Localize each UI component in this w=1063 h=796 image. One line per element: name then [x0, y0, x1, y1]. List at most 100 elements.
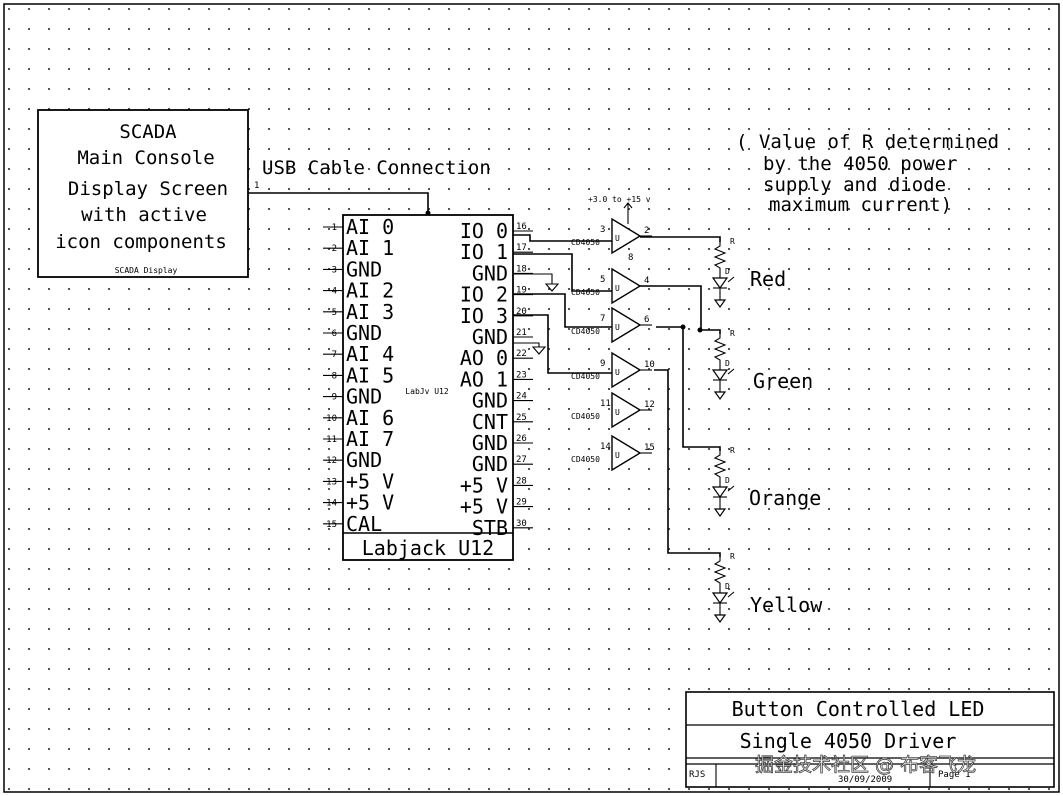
buffer-in-pin: 14: [600, 442, 611, 452]
labjack-right-pin-label: +5 V: [460, 495, 508, 519]
led-wiring: [640, 236, 721, 557]
labjack-left-pin-label: AI 4: [346, 342, 394, 366]
buffer-part-label: CD4050: [571, 288, 600, 297]
date-text: 30/09/2009: [838, 775, 892, 785]
labjack-left-pin-num: 15: [326, 520, 337, 530]
buffer-out-pin: 12: [644, 400, 655, 410]
page-text: Page 1: [938, 770, 971, 780]
diode-ref: D: [725, 359, 730, 368]
ground-symbols: [513, 273, 560, 355]
labjack-left-pin-num: 8: [332, 371, 337, 381]
buffer-out-pin: 15: [644, 443, 655, 453]
buffer-part-label: CD4050: [571, 372, 600, 381]
labjack-right-pin-num: 25: [516, 413, 527, 423]
usb-wire: [248, 192, 429, 215]
labjack-left-pin-num: 12: [326, 456, 337, 466]
diode-ref: D: [725, 582, 730, 591]
labjack-left-pin-num: 14: [326, 499, 337, 509]
buffer-in-pin: 9: [600, 359, 605, 369]
buffer-part-label: CD4050: [571, 455, 600, 464]
labjack-right-pin-label: IO 3: [460, 304, 508, 328]
labjack-right-pin-num: 21: [516, 328, 527, 338]
labjack-right-pin-num: 23: [516, 370, 527, 380]
labjack-right-pin-label: CNT: [472, 410, 508, 434]
labjack-left-pin-num: 13: [326, 477, 337, 487]
buffer-out-pin: 4: [644, 276, 649, 286]
labjack-left-pin-label: GND: [346, 448, 382, 472]
led-green: R D Green: [711, 329, 813, 401]
buffer-out-pin: 2: [644, 226, 649, 236]
buffer-in-pin: 3: [600, 225, 605, 235]
labjack-right-pin-label: GND: [472, 452, 508, 476]
labjack-left-pin-label: +5 V: [346, 469, 394, 493]
labjack-ref: LabJv U12: [405, 387, 449, 396]
labjack-name: Labjack U12: [362, 536, 494, 560]
watermark-text: 掘金技术社区 @ 布客飞龙: [755, 754, 976, 776]
led-red: R D Red: [711, 237, 786, 309]
labjack-right-pin-label: IO 0: [460, 219, 508, 243]
labjack-right-pin-num: 30: [516, 519, 527, 529]
io-wiring: [513, 234, 612, 374]
labjack-right-pin-num: 24: [516, 392, 527, 402]
scada-line-4: with active: [81, 204, 207, 226]
labjack-right-pin-label: STB: [472, 516, 508, 540]
labjack-right-pin-num: 16: [516, 222, 527, 232]
buffer-ref: U: [615, 234, 620, 243]
resistor-note: ( Value of R determined by the 4050 powe…: [736, 131, 999, 216]
resistor-ref: R: [730, 446, 735, 455]
labjack-left-pin-label: CAL: [346, 512, 382, 536]
title-block: Button Controlled LED Single 4050 Driver…: [685, 691, 1055, 788]
labjack-left-pin-num: 6: [332, 329, 337, 339]
buffer-part-label: CD4050: [571, 412, 600, 421]
labjack-right-pin-num: 18: [516, 264, 527, 274]
buffer-out-pin: 10: [644, 360, 655, 370]
scada-line-3: Display Screen: [68, 178, 228, 200]
labjack-left-pin-label: AI 2: [346, 279, 394, 303]
labjack-left-pin-label: AI 5: [346, 363, 394, 387]
labjack-left-pin-num: 9: [332, 393, 337, 403]
labjack-left-pin-label: +5 V: [346, 491, 394, 515]
scada-display-block: SCADA Main Console Display Screen with a…: [37, 109, 259, 278]
buffer-part-label: CD4050: [571, 327, 600, 336]
labjack-left-pin-label: AI 0: [346, 215, 394, 239]
buffer-in-pin: 7: [600, 314, 605, 324]
note-line-3: supply and diode: [763, 174, 946, 196]
led-color-label: Yellow: [750, 593, 823, 617]
resistor-ref: R: [730, 552, 735, 561]
resistor-ref: R: [730, 329, 735, 338]
buffer-ref: U: [615, 284, 620, 293]
labjack-right-pin-num: 22: [516, 349, 527, 359]
led-color-label: Orange: [749, 486, 821, 510]
labjack-right-pin-label: AO 1: [460, 367, 508, 391]
diode-ref: D: [725, 267, 730, 276]
labjack-left-pin-num: 4: [332, 287, 337, 297]
buffer-out-pin: 6: [644, 315, 649, 325]
buffer-ref: U: [615, 323, 620, 332]
scada-line-5: icon components: [55, 231, 227, 253]
labjack-left-pin-num: 2: [332, 244, 337, 254]
labjack-right-pin-num: 26: [516, 434, 527, 444]
buffer-ref: U: [615, 408, 620, 417]
note-line-2: by the 4050 power: [763, 153, 957, 175]
labjack-left-pin-label: GND: [346, 321, 382, 345]
scada-pin: 1: [254, 181, 259, 191]
labjack-left-pin-num: 10: [326, 414, 337, 424]
labjack-left-pin-label: GND: [346, 385, 382, 409]
labjack-right-pin-num: 29: [516, 498, 527, 508]
usb-cable-label: USB Cable Connection: [262, 157, 491, 179]
labjack-left-pin-num: 11: [326, 435, 337, 445]
scada-caption: SCADA Display: [115, 266, 178, 275]
note-line-4: maximum current): [769, 194, 952, 216]
led-color-label: Green: [753, 369, 813, 393]
labjack-right-pin-label: IO 2: [460, 283, 508, 307]
resistor-ref: R: [730, 237, 735, 246]
led-yellow: R D Yellow: [711, 552, 823, 624]
led-color-label: Red: [750, 267, 786, 291]
buffer-extra-pin: 8: [628, 253, 633, 263]
labjack-right-pin-label: GND: [472, 431, 508, 455]
labjack-left-pin-label: AI 7: [346, 427, 394, 451]
